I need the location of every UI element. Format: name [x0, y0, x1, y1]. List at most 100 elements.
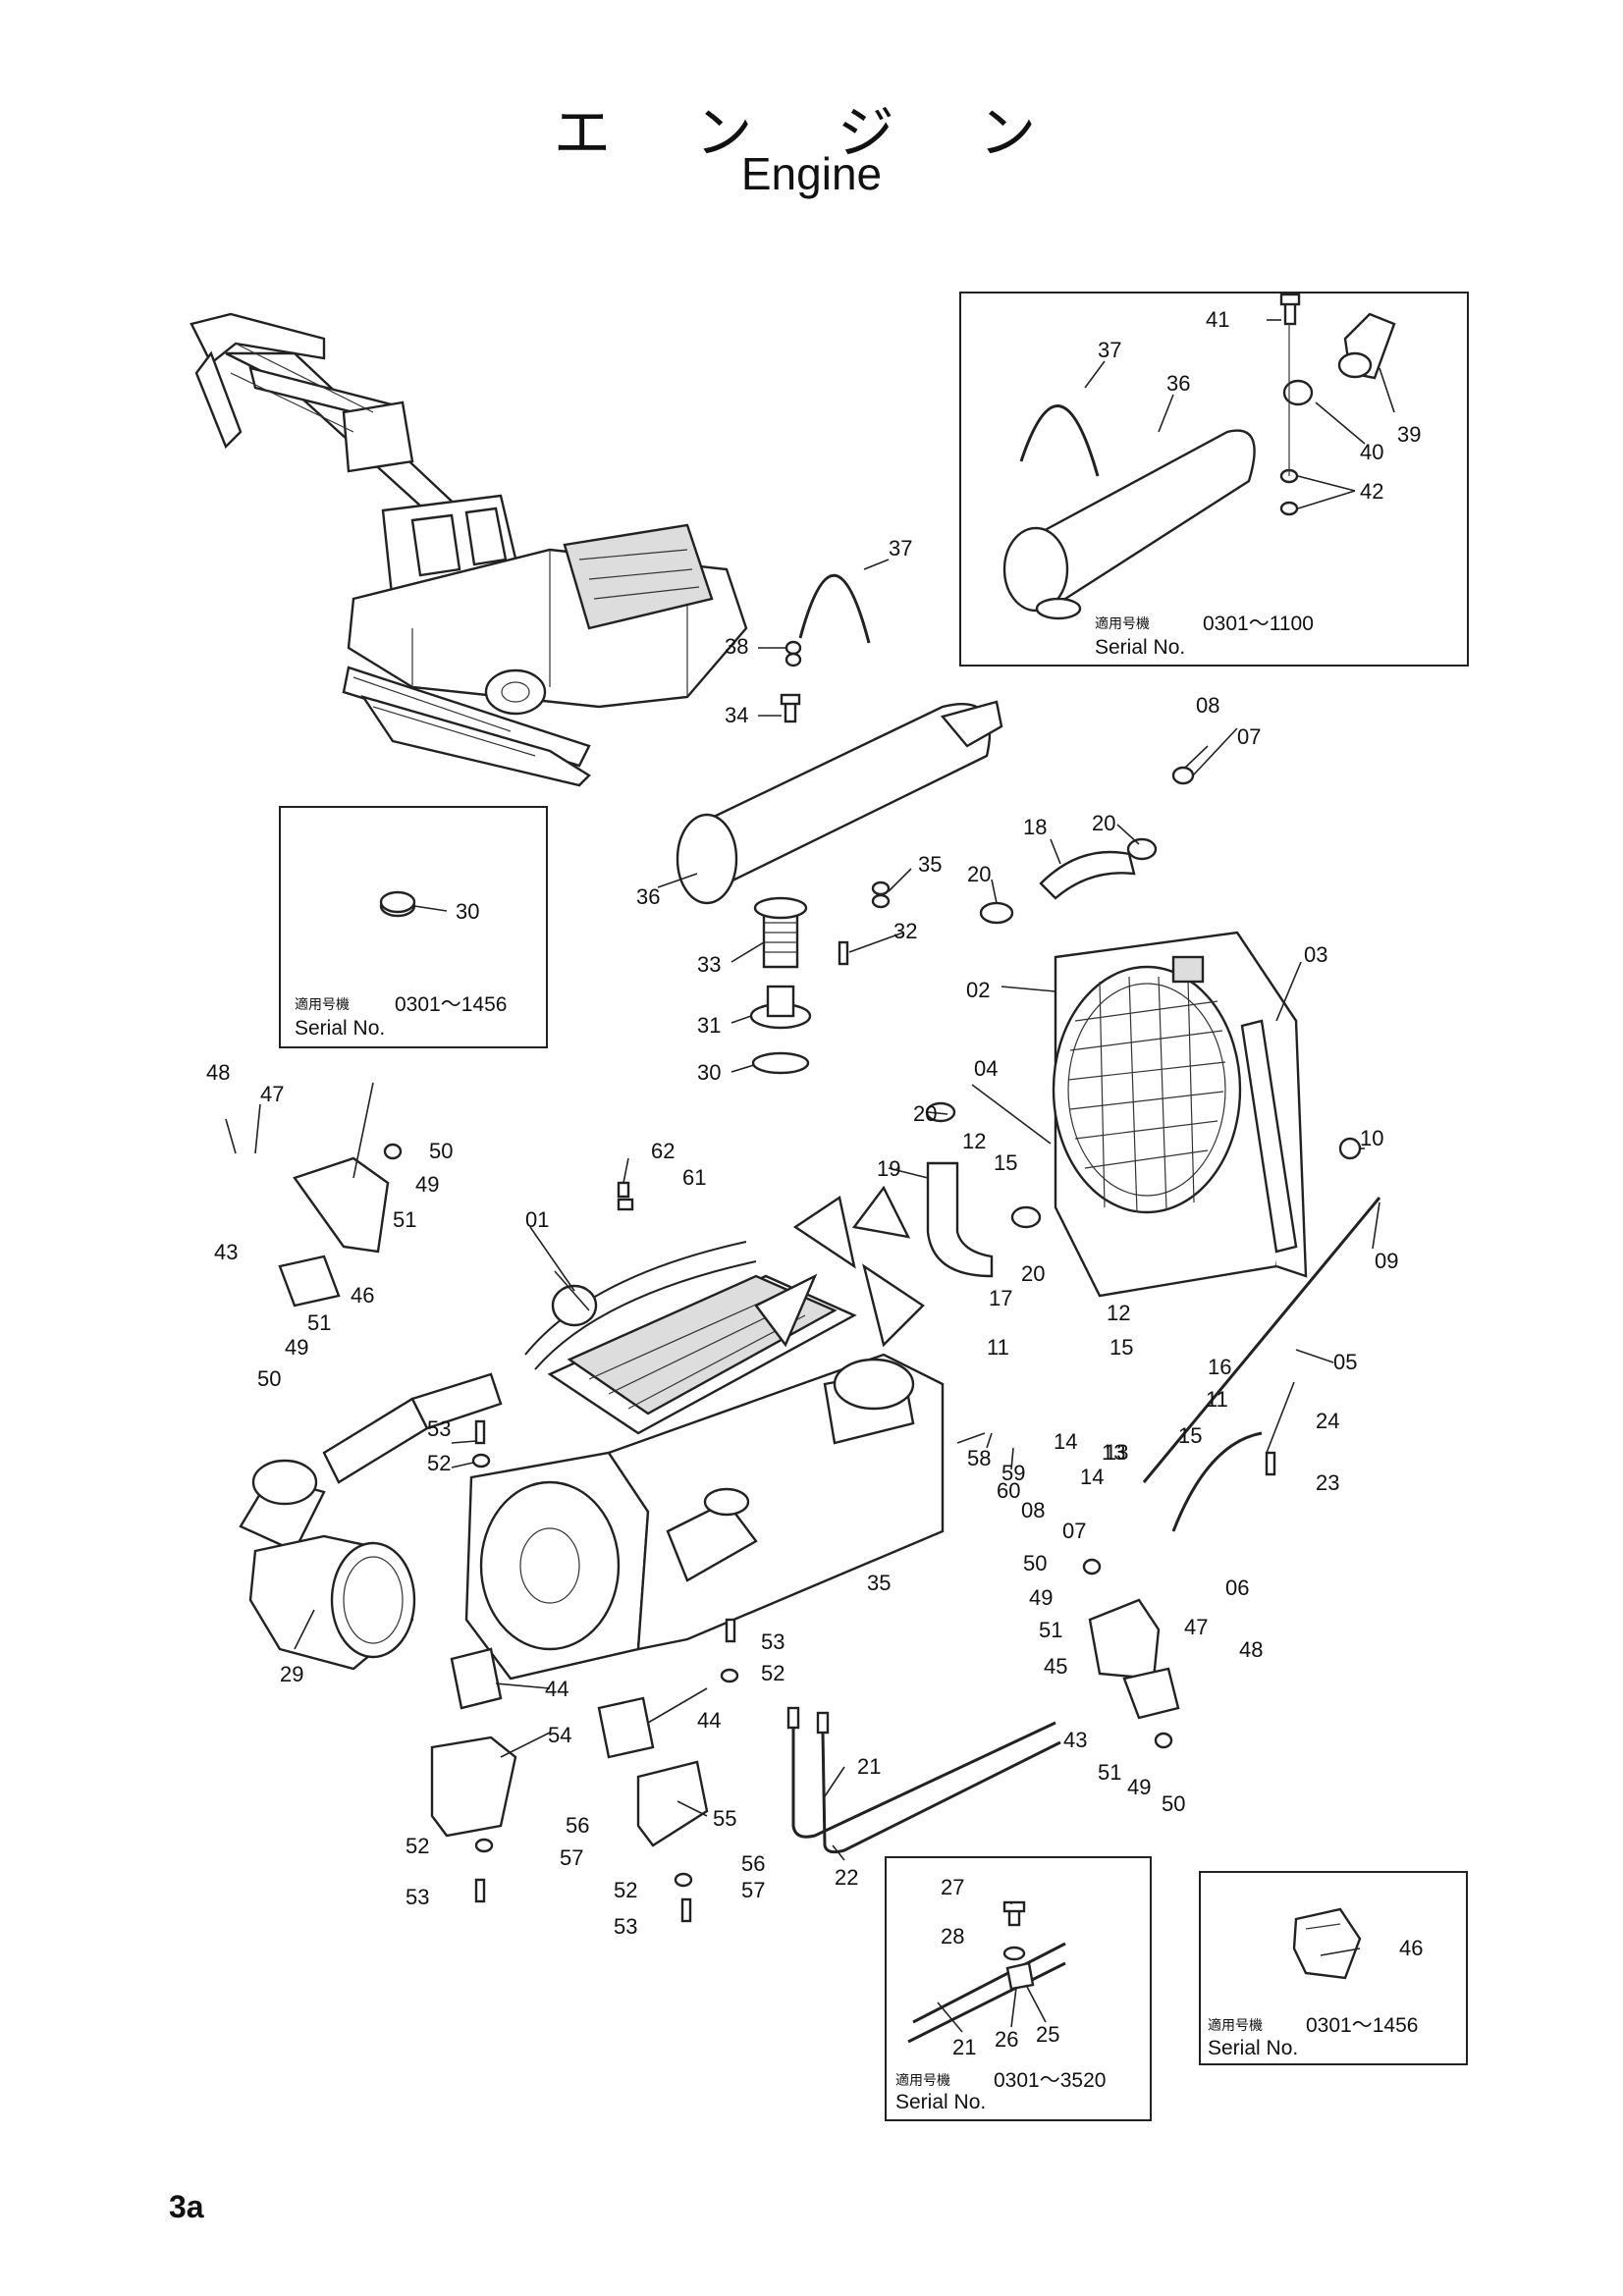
callout-label: 49: [415, 1172, 439, 1197]
callout-label: 15: [1178, 1423, 1202, 1448]
callout-label: 25: [1036, 2022, 1059, 2047]
callout-label: 57: [560, 1845, 583, 1870]
callout-labels: 41 37 36 40 39 42 37 38 34 36 35 32 33 3…: [206, 307, 1423, 2059]
serial-range: 0301〜1456: [1306, 2014, 1418, 2037]
callout-label: 58: [967, 1446, 991, 1470]
callout-label: 52: [406, 1834, 429, 1858]
fuel-pipes: [786, 1706, 1061, 1854]
callout-label: 50: [429, 1139, 453, 1163]
radiator: [925, 766, 1381, 1532]
callout-label: 51: [1039, 1618, 1062, 1642]
callout-label: 47: [1184, 1615, 1208, 1639]
callout-label: 08: [1021, 1498, 1045, 1522]
callout-label: 56: [566, 1813, 589, 1838]
callout-label: 37: [889, 536, 912, 561]
callout-label: 20: [967, 862, 991, 886]
callout-label: 24: [1316, 1409, 1339, 1433]
callout-label: 43: [1063, 1728, 1087, 1752]
callout-label: 50: [257, 1366, 281, 1391]
callout-label: 21: [857, 1754, 881, 1779]
callout-label: 13: [1102, 1440, 1125, 1465]
callout-label: 29: [280, 1662, 303, 1686]
main-muffler: [676, 573, 1003, 1075]
callout-label: 31: [697, 1013, 721, 1038]
page-title-japanese: エ ン ジ ン: [553, 99, 1070, 166]
callout-label: 53: [761, 1629, 784, 1654]
callout-label: 43: [214, 1240, 238, 1264]
callout-label: 44: [697, 1708, 721, 1733]
engine-mounts: [278, 1143, 1276, 1923]
serial-label: Serial No.: [895, 2091, 986, 2113]
callout-label: 53: [406, 1885, 429, 1909]
callout-label: 15: [1109, 1335, 1133, 1360]
callout-label: 51: [307, 1310, 331, 1335]
callout-label: 61: [682, 1165, 706, 1190]
callout-label: 08: [1196, 693, 1219, 718]
inset-muffler: [959, 292, 1469, 667]
engine-block: [464, 1181, 945, 1681]
callout-label: 03: [1304, 942, 1327, 967]
callout-label: 49: [1127, 1775, 1151, 1799]
serial-jp: 適用号機: [1208, 2017, 1263, 2034]
callout-label: 15: [994, 1150, 1017, 1175]
callout-label: 36: [636, 884, 660, 909]
callout-label: 53: [614, 1914, 637, 1939]
callout-label: 60: [997, 1478, 1020, 1503]
callout-label: 36: [1166, 371, 1190, 396]
callout-label: 48: [1239, 1637, 1263, 1662]
callout-label: 19: [877, 1156, 900, 1181]
callout-label: 50: [1023, 1551, 1047, 1575]
serial-jp: 適用号機: [1095, 615, 1150, 632]
air-cleaner: [239, 1372, 503, 1671]
callout-label: 50: [1162, 1791, 1185, 1816]
callout-label: 51: [1098, 1760, 1121, 1785]
serial-range: 0301〜3520: [994, 2069, 1106, 2092]
callout-label: 41: [1206, 307, 1229, 332]
callout-label: 14: [1080, 1465, 1104, 1489]
callout-label: 23: [1316, 1470, 1339, 1495]
callout-label: 54: [548, 1723, 571, 1747]
callout-label: 52: [761, 1661, 784, 1685]
callout-label: 45: [1044, 1654, 1067, 1679]
callout-label: 55: [713, 1806, 736, 1831]
inset-fuel-clamp: [885, 1856, 1152, 2121]
callout-label: 48: [206, 1060, 230, 1085]
callout-label: 49: [1029, 1585, 1053, 1610]
callout-label: 20: [1021, 1261, 1045, 1286]
callout-label: 35: [867, 1571, 891, 1595]
callout-label: 38: [725, 634, 748, 659]
callout-label: 33: [697, 952, 721, 977]
callout-label: 12: [962, 1129, 986, 1153]
callout-label: 51: [393, 1207, 416, 1232]
callout-label: 40: [1360, 440, 1383, 464]
excavator-illustration: [189, 312, 748, 787]
serial-range: 0301〜1100: [1203, 613, 1314, 635]
callout-label: 30: [456, 899, 479, 924]
callout-label: 20: [913, 1101, 937, 1126]
callout-label: 52: [614, 1878, 637, 1902]
callout-label: 30: [697, 1060, 721, 1085]
callout-label: 05: [1333, 1350, 1357, 1374]
callout-label: 44: [545, 1677, 568, 1701]
callout-label: 16: [1208, 1355, 1231, 1379]
callout-label: 21: [952, 2035, 976, 2059]
page-title: Engine: [740, 148, 883, 199]
callout-label: 07: [1062, 1519, 1086, 1543]
callout-label: 12: [1107, 1301, 1130, 1325]
callout-label: 47: [260, 1082, 284, 1106]
leader-lines: [225, 319, 1395, 2033]
callout-label: 59: [1001, 1461, 1025, 1485]
callout-label: 49: [285, 1335, 308, 1360]
serial-label: Serial No.: [1095, 636, 1185, 659]
callout-label: 39: [1397, 422, 1421, 447]
callout-label: 11: [987, 1335, 1009, 1360]
callout-label: 04: [974, 1056, 998, 1081]
callout-label: 42: [1360, 479, 1383, 504]
callout-label: 09: [1375, 1249, 1398, 1273]
serial-label: Serial No.: [295, 1017, 385, 1040]
callout-label: 18: [1023, 815, 1047, 839]
callout-label: 10: [1360, 1126, 1383, 1150]
callout-label: 56: [741, 1851, 765, 1876]
serial-labels: 適用号機 0301〜1100 Serial No. 適用号機 0301〜1456…: [295, 613, 1418, 2113]
